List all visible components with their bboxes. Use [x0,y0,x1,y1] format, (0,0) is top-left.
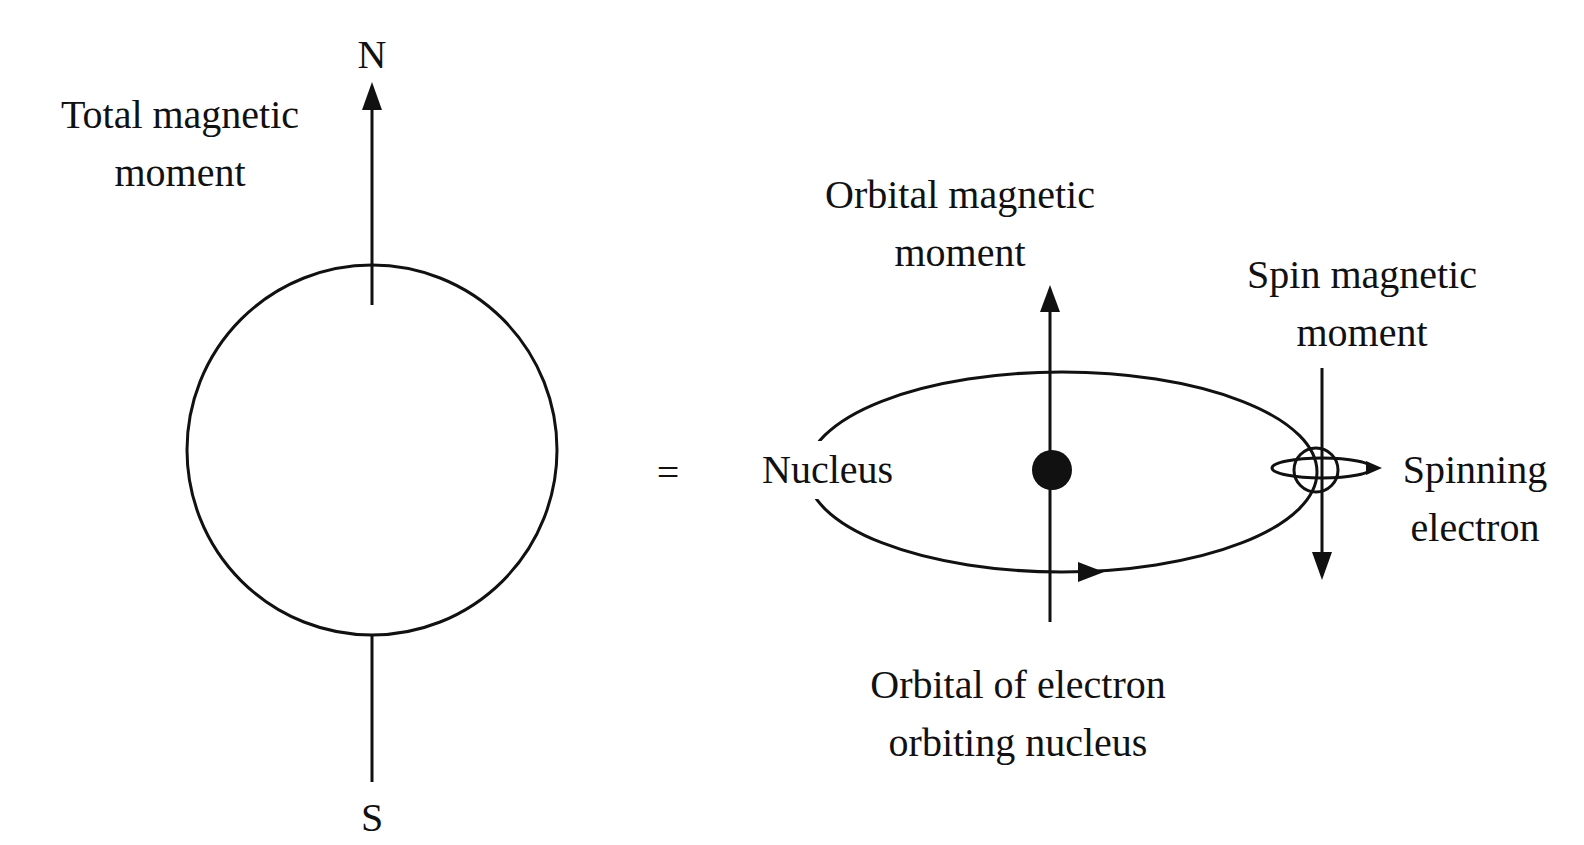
electron-symbol [1294,448,1338,492]
arrowhead [362,82,382,110]
part-label: Nucleus [758,441,897,499]
arrowhead [1312,552,1332,580]
pole-label: S [332,789,412,845]
spin-ring [1272,458,1372,478]
arrowhead [1040,285,1060,312]
spin-ring-arrowhead [1366,461,1382,475]
moment-label: Spin magnetic moment [1202,246,1522,362]
moment-label: Total magnetic moment [20,86,340,202]
moment-label: Orbital magnetic moment [775,166,1145,282]
spin-moment-arrow [1321,368,1324,560]
orbit-direction-arrowhead [1078,562,1104,582]
south-line [371,635,374,782]
total-moment-arrow [371,100,374,305]
nucleus-dot [1032,450,1072,490]
part-label: Spinning electron [1380,441,1570,557]
equals-sign: = [628,444,708,502]
part-label: Orbital of electron orbiting nucleus [808,656,1228,772]
atom-circle [187,265,557,635]
pole-label: N [332,26,412,84]
